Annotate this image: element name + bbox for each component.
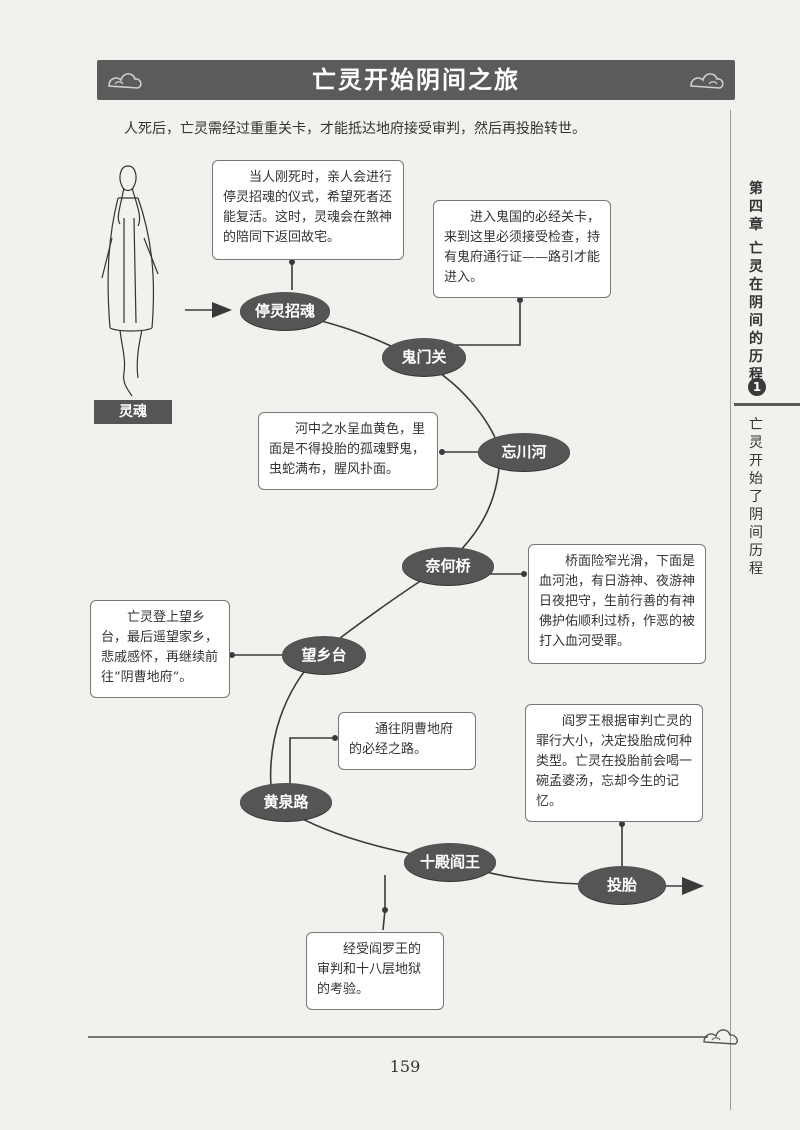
page-number: 159 [389,1057,421,1076]
start-arrow-icon [185,302,232,318]
note-toutai: 阎罗王根据审判亡灵的罪行大小，决定投胎成何种类型。亡灵在投胎前会喝一碗孟婆汤，忘… [525,704,703,822]
chapter-number-badge: 1 [748,378,766,396]
note-tingling-zhaohun: 当人刚死时，亲人会进行停灵招魂的仪式，希望死者还能复活。这时，灵魂会在煞神的陪同… [212,160,404,260]
cloud-ornament-icon [703,1029,738,1045]
note-guimenguan: 进入鬼国的必经关卡，来到这里必须接受检查，持有鬼府通行证——路引才能进入。 [433,200,611,298]
stage-huangquanlu: 黄泉路 [240,783,332,821]
stage-tingling-zhaohun: 停灵招魂 [240,292,330,330]
stage-naiheqiao: 奈何桥 [402,547,494,585]
note-shidian-yanwang: 经受阎罗王的审判和十八层地狱的考验。 [306,932,444,1010]
stage-toutai: 投胎 [578,866,666,904]
soul-label: 灵魂 [94,400,172,424]
stage-wangxiangtai: 望乡台 [282,636,366,674]
cloud-ornament-icon [690,73,724,89]
page-title: 亡灵开始阴间之旅 [312,66,520,94]
cloud-ornament-icon [108,73,142,89]
stage-wangchuanhe: 忘川河 [478,433,570,471]
stage-shidian-yanwang: 十殿阎王 [404,843,496,881]
soul-figure-illustration [101,165,159,397]
footer-rule [88,1036,708,1038]
note-wangchuanhe: 河中之水呈血黄色，里面是不得投胎的孤魂野鬼，虫蛇满布，腥风扑面。 [258,412,438,490]
title-banner: 亡灵开始阴间之旅 [97,60,735,100]
note-wangxiangtai: 亡灵登上望乡台，最后遥望家乡，悲戚感怀，再继续前往“阴曹地府”。 [90,600,230,698]
intro-text: 人死后，亡灵需经过重重关卡，才能抵达地府接受审判，然后再投胎转世。 [124,121,586,137]
note-naiheqiao: 桥面险窄光滑，下面是血河池，有日游神、夜游神日夜把守，生前行善的有神佛护佑顺利过… [528,544,706,664]
stage-guimenguan: 鬼门关 [382,338,466,376]
section-title: 亡灵开始了阴间历程 [749,417,763,577]
note-huangquanlu: 通往阴曹地府的必经之路。 [338,712,476,770]
end-arrow-icon [664,877,704,895]
chapter-label: 第四章 [749,181,763,233]
sidebar-separator [734,403,800,406]
sidebar-divider [730,110,731,1110]
